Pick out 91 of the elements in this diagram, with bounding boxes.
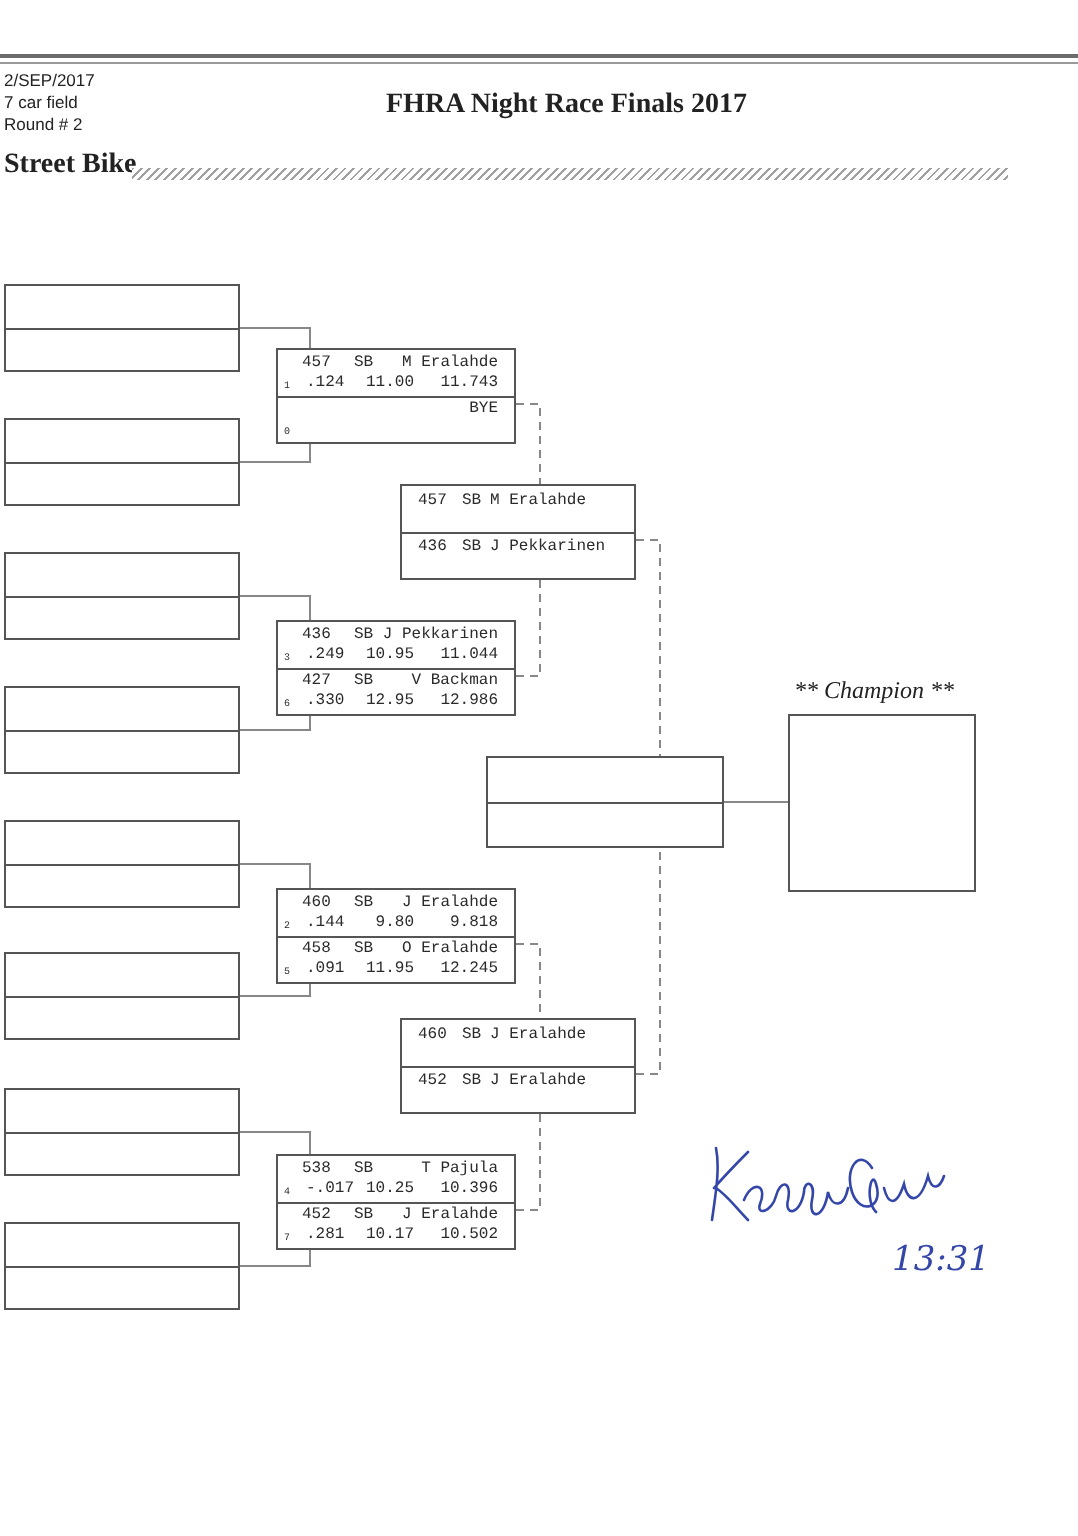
class-code: SB <box>354 626 374 644</box>
handwritten-time: 13:31 <box>892 1240 990 1280</box>
car-number: 427 <box>302 672 331 690</box>
class-code: SB <box>462 1072 482 1090</box>
bracket-slot-box <box>4 952 240 1040</box>
bracket-line <box>239 715 311 731</box>
class-code: SB <box>462 492 482 510</box>
car-number: 460 <box>302 894 331 912</box>
matchup-box <box>276 888 516 984</box>
matchup-box <box>276 1154 516 1250</box>
class-code: SB <box>354 1160 374 1178</box>
car-number: 452 <box>418 1072 447 1090</box>
dial-in: 11.00 <box>365 374 414 392</box>
reaction-time: .144 <box>306 914 345 932</box>
bracket-line <box>239 1131 311 1155</box>
bracket-line <box>635 847 661 1075</box>
racer-name: V Backman <box>411 672 498 690</box>
bracket-line <box>239 443 311 463</box>
bracket-line <box>239 327 311 349</box>
racer-name: O Eralahde <box>401 940 498 958</box>
class-code: SB <box>462 1026 482 1044</box>
elapsed-time: 12.986 <box>440 692 498 710</box>
dial-in: 10.25 <box>365 1180 414 1198</box>
bracket-slot-box <box>4 418 240 506</box>
dial-in: 9.80 <box>375 914 414 932</box>
reaction-time: .330 <box>306 692 345 710</box>
bracket-line <box>635 539 661 757</box>
car-number: 538 <box>302 1160 331 1178</box>
class-code: SB <box>354 940 374 958</box>
matchup-box <box>276 348 516 444</box>
racer-name: J Eralahde <box>490 1026 587 1044</box>
car-number: 458 <box>302 940 331 958</box>
elapsed-time: 11.044 <box>440 646 498 664</box>
reaction-time: .249 <box>306 646 345 664</box>
dial-in: 10.95 <box>365 646 414 664</box>
bracket-line <box>723 801 789 803</box>
dial-in: 10.17 <box>365 1226 414 1244</box>
reaction-time: -.017 <box>306 1180 355 1198</box>
field-size: 7 car field <box>4 92 78 112</box>
round-number: Round # 2 <box>4 114 83 134</box>
bracket-line <box>239 983 311 997</box>
racer-name: J Pekkarinen <box>490 538 606 556</box>
champion-heading: ** Champion ** <box>794 676 955 704</box>
reaction-time: .124 <box>306 374 345 392</box>
racer-name: J Eralahde <box>490 1072 587 1090</box>
racer-name: M Eralahde <box>401 354 498 372</box>
elapsed-time: 11.743 <box>440 374 498 392</box>
class-code: SB <box>354 354 374 372</box>
matchup-box <box>276 620 516 716</box>
reaction-time: .281 <box>306 1226 345 1244</box>
racer-name: M Eralahde <box>490 492 587 510</box>
matchup-box <box>400 1018 636 1114</box>
car-number: 436 <box>418 538 447 556</box>
elapsed-time: 10.396 <box>440 1180 498 1198</box>
bracket-slot-box <box>4 552 240 640</box>
car-number: 457 <box>302 354 331 372</box>
bracket-slot-box <box>4 1222 240 1310</box>
class-code: SB <box>354 672 374 690</box>
matchup-box <box>400 484 636 580</box>
bracket-line <box>515 579 541 677</box>
bracket-line <box>239 595 311 621</box>
dial-in: 12.95 <box>365 692 414 710</box>
bye-label: BYE <box>469 400 498 418</box>
elapsed-time: 12.245 <box>440 960 498 978</box>
bracket-slot-box <box>4 686 240 774</box>
racer-name: J Eralahde <box>401 1206 498 1224</box>
event-date: 2/SEP/2017 <box>4 70 95 90</box>
section-heading: Street Bike <box>4 150 137 182</box>
page-title: FHRA Night Race Finals 2017 <box>386 88 747 122</box>
racer-name: J Pekkarinen <box>382 626 498 644</box>
reaction-time: .091 <box>306 960 345 978</box>
bracket-line <box>239 1249 311 1267</box>
bracket-slot-box <box>4 820 240 908</box>
car-number: 452 <box>302 1206 331 1224</box>
car-number: 436 <box>302 626 331 644</box>
bracket-slot-box <box>4 284 240 372</box>
car-number: 460 <box>418 1026 447 1044</box>
bracket-line <box>515 1113 541 1211</box>
class-code: SB <box>354 894 374 912</box>
bracket-slot-box <box>486 756 724 848</box>
racer-name: J Eralahde <box>401 894 498 912</box>
elapsed-time: 9.818 <box>449 914 498 932</box>
bracket-line <box>515 403 541 485</box>
dial-in: 11.95 <box>365 960 414 978</box>
bracket-slot-box <box>4 1088 240 1176</box>
bracket-line <box>239 863 311 889</box>
class-code: SB <box>354 1206 374 1224</box>
car-number: 457 <box>418 492 447 510</box>
racer-name: T Pajula <box>421 1160 498 1178</box>
class-code: SB <box>462 538 482 556</box>
elapsed-time: 10.502 <box>440 1226 498 1244</box>
